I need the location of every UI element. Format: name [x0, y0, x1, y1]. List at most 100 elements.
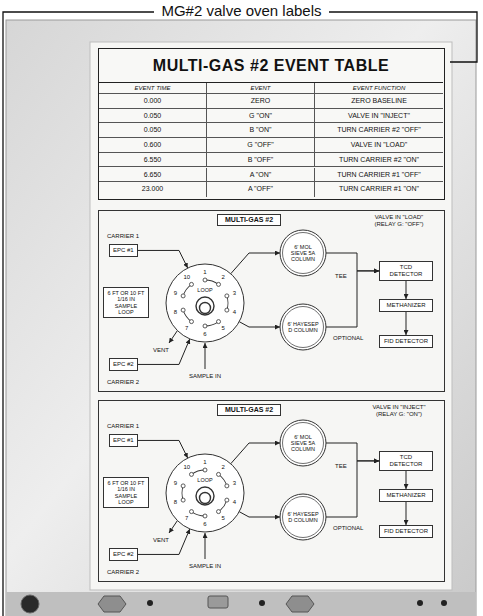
epc-box: EPC #1	[109, 244, 138, 257]
table-cell: ZERO	[207, 94, 315, 109]
port-number: 4	[229, 309, 239, 316]
port-number: 10	[182, 274, 192, 281]
tee-label: TEE	[335, 273, 347, 280]
port-number: 2	[218, 464, 228, 471]
port-number: 4	[229, 499, 239, 506]
table-title: MULTI-GAS #2 EVENT TABLE	[99, 49, 443, 83]
table-cell: 23.000	[99, 182, 207, 197]
flow-line	[326, 271, 379, 327]
box-text: TCD DETECTOR	[383, 454, 429, 468]
column-text: 6' HAYESEP D COLUMN	[287, 321, 319, 334]
port-number: 6	[200, 331, 210, 338]
table-cell: A "ON"	[207, 168, 315, 183]
port-number: 6	[200, 521, 210, 528]
flow-line	[138, 529, 190, 555]
table-cell: TURN CARRIER #1 "OFF"	[315, 168, 443, 183]
box-text: EPC #1	[113, 437, 134, 444]
rotary-valve: LOOP12345678910	[165, 453, 245, 533]
flow-line	[406, 502, 407, 525]
box-text: METHANIZER	[383, 302, 429, 309]
note-box: 6 FT OR 10 FT 1/16 IN SAMPLE LOOP	[103, 287, 149, 318]
port-number: 10	[182, 464, 192, 471]
knob	[208, 596, 228, 608]
box-text: 6 FT OR 10 FT 1/16 IN SAMPLE LOOP	[107, 290, 145, 315]
hex-nut	[98, 596, 126, 612]
box-text: FID DETECTOR	[383, 338, 429, 345]
table-cell: 6.550	[99, 153, 207, 168]
methanizer-box: METHANIZER	[379, 299, 433, 312]
sample-label: SAMPLE IN	[189, 563, 221, 570]
flow-line	[326, 443, 379, 461]
box-text: TCD DETECTOR	[383, 264, 429, 278]
port-number: 9	[171, 290, 181, 297]
flow-line	[406, 312, 407, 335]
flow-line	[138, 250, 188, 268]
panel-heading: VALVE IN "LOAD" (RELAY G: "OFF")	[367, 214, 431, 228]
table-cell: G "OFF"	[207, 138, 315, 153]
port-number: 5	[218, 325, 228, 332]
table-cell: G "ON"	[207, 109, 315, 124]
rotary-valve: LOOP12345678910	[165, 263, 245, 343]
carrier-label: CARRIER 1	[107, 233, 139, 240]
detector-box: FID DETECTOR	[379, 335, 433, 348]
event-table: MULTI-GAS #2 EVENT TABLEEVENT TIMEEVENTE…	[98, 48, 445, 200]
column-circle: 6' HAYESEP D COLUMN	[279, 493, 327, 541]
metal-plate	[6, 20, 476, 616]
column-text: 6' HAYESEP D COLUMN	[287, 511, 319, 524]
table-cell: VALVE IN "INJECT"	[315, 109, 443, 124]
label-sheet	[90, 42, 452, 590]
detector-box: TCD DETECTOR	[379, 451, 433, 471]
epc-box: EPC #1	[109, 434, 138, 447]
table-cell: EVENT	[207, 83, 315, 94]
table-cell: TURN CARRIER #2 "ON"	[315, 153, 443, 168]
table-cell: EVENT TIME	[99, 83, 207, 94]
vent-label: VENT	[153, 537, 169, 544]
port-number: 8	[171, 309, 181, 316]
table-cell: B "OFF"	[207, 153, 315, 168]
fitting-strip	[6, 592, 476, 616]
carrier-label: CARRIER 2	[107, 379, 139, 386]
table-cell: ZERO BASELINE	[315, 94, 443, 109]
flow-line	[231, 253, 280, 274]
panel-heading: MULTI-GAS #2	[217, 214, 281, 226]
port-number: 7	[182, 325, 192, 332]
flow-line	[406, 281, 407, 299]
title-bar: MG#2 valve oven labels	[0, 2, 483, 20]
epc-box: EPC #2	[109, 548, 138, 561]
sample-label: SAMPLE IN	[189, 373, 221, 380]
port-number: 3	[229, 480, 239, 487]
column-circle: 6' MOL SIEVE 5A COLUMN	[279, 229, 327, 277]
port-number: 9	[171, 480, 181, 487]
callout-frame	[3, 12, 477, 616]
port-number: 7	[182, 515, 192, 522]
port-number: 8	[171, 499, 181, 506]
tee-label: TEE	[335, 463, 347, 470]
port-number: 3	[229, 290, 239, 297]
epc-box: EPC #2	[109, 358, 138, 371]
flow-line	[326, 253, 379, 271]
flow-line	[138, 440, 188, 458]
column-text: 6' MOL SIEVE 5A COLUMN	[287, 434, 319, 453]
table-cell: 0.000	[99, 94, 207, 109]
table-cell: B "ON"	[207, 123, 315, 138]
table-cell: 0.050	[99, 109, 207, 124]
flow-line	[239, 512, 280, 517]
detector-box: FID DETECTOR	[379, 525, 433, 538]
panel-heading: MULTI-GAS #2	[217, 404, 281, 416]
figure-title: MG#2 valve oven labels	[154, 2, 328, 19]
table-cell: 0.050	[99, 123, 207, 138]
hex-nut	[286, 596, 314, 612]
carrier-label: CARRIER 2	[107, 569, 139, 576]
port-number: 1	[200, 269, 210, 276]
column-circle: 6' HAYESEP D COLUMN	[279, 303, 327, 351]
box-text: 6 FT OR 10 FT 1/16 IN SAMPLE LOOP	[107, 480, 145, 505]
optional-label: OPTIONAL	[333, 525, 363, 532]
table-cell: TURN CARRIER #2 "OFF"	[315, 123, 443, 138]
table-cell: VALVE IN "LOAD"	[315, 138, 443, 153]
table-cell: EVENT FUNCTION	[315, 83, 443, 94]
bulkhead-fitting	[21, 595, 39, 613]
flow-panel: MULTI-GAS #2 VALVE IN "LOAD" (RELAY G: "O…	[98, 210, 445, 392]
box-text: EPC #1	[113, 247, 134, 254]
screw-hole	[441, 600, 447, 606]
